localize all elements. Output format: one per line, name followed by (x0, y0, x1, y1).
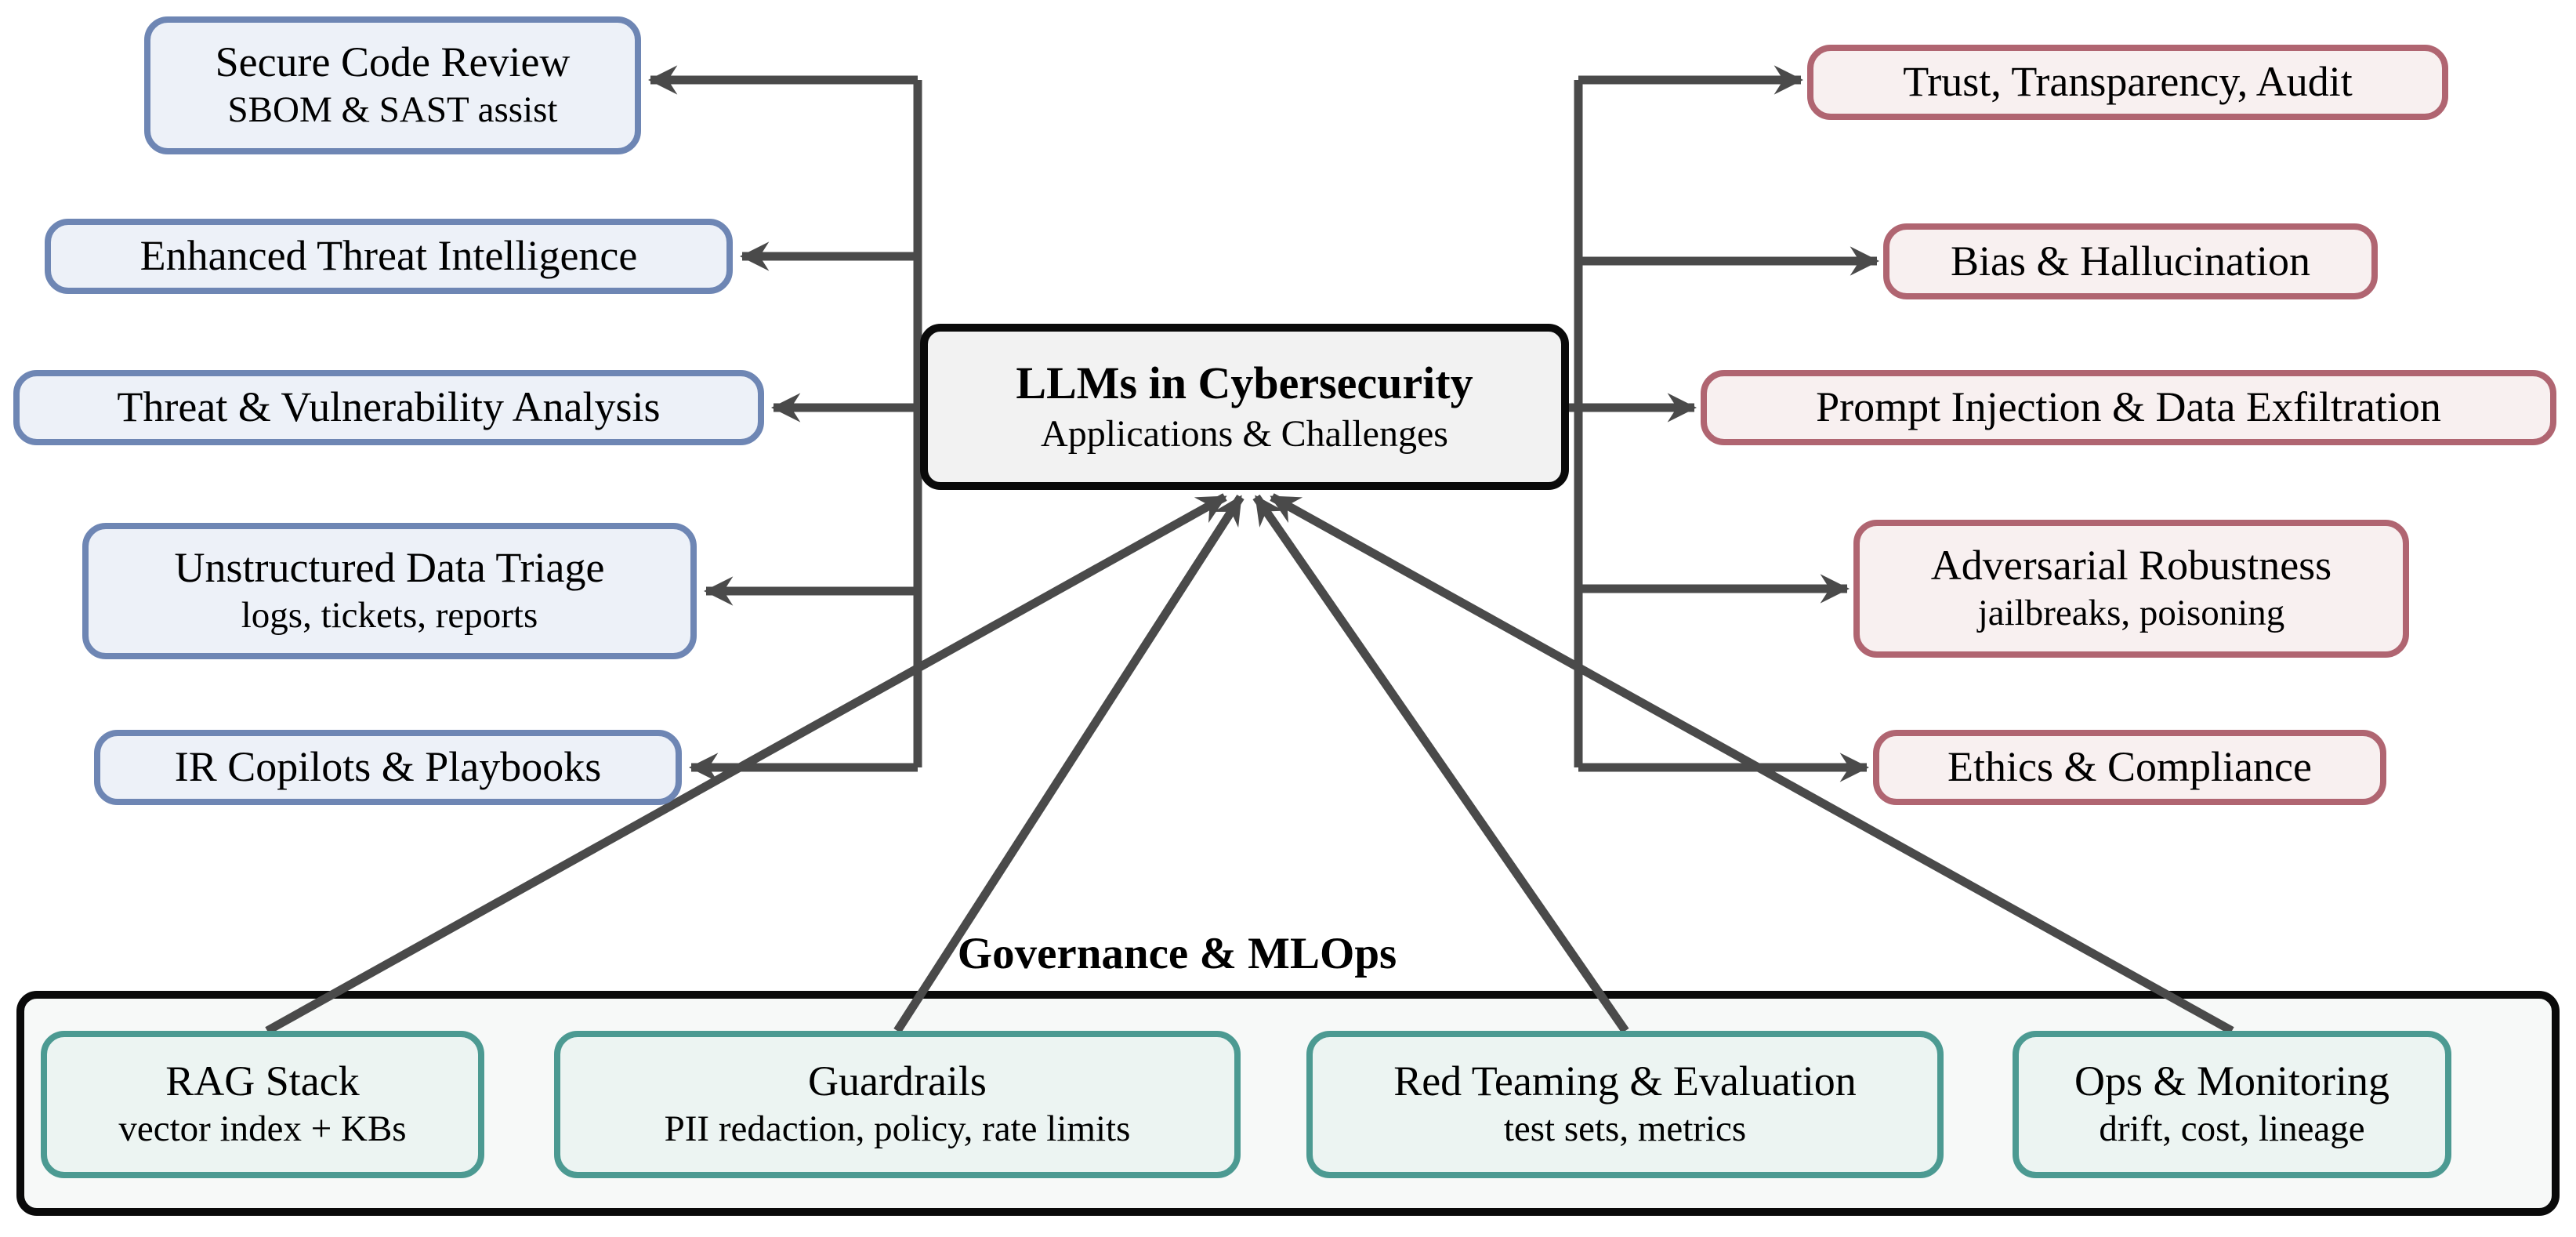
node-trust-transparency-audit: Trust, Transparency, Audit (1807, 45, 2448, 120)
center-subtitle: Applications & Challenges (1041, 412, 1448, 455)
node-red-teaming-evaluation: Red Teaming & Evaluation test sets, metr… (1306, 1031, 1944, 1178)
node-sublabel: test sets, metrics (1503, 1108, 1747, 1150)
node-threat-vulnerability-analysis: Threat & Vulnerability Analysis (13, 370, 764, 445)
connector-redteaming-to-center (1252, 494, 1629, 1034)
node-label: Enhanced Threat Intelligence (139, 232, 638, 280)
node-llms-in-cybersecurity: LLMs in Cybersecurity Applications & Cha… (920, 324, 1569, 490)
connector-ops-to-center (1270, 493, 2234, 1035)
node-sublabel: vector index + KBs (118, 1108, 407, 1150)
node-ethics-compliance: Ethics & Compliance (1873, 730, 2386, 805)
node-sublabel: logs, tickets, reports (241, 595, 538, 637)
node-label: Ops & Monitoring (2074, 1057, 2390, 1105)
node-label: Adversarial Robustness (1930, 542, 2332, 589)
node-label: Threat & Vulnerability Analysis (117, 383, 661, 431)
node-label: Prompt Injection & Data Exfiltration (1816, 383, 2441, 431)
node-rag-stack: RAG Stack vector index + KBs (41, 1031, 484, 1178)
node-label: Ethics & Compliance (1947, 743, 2312, 791)
center-title: LLMs in Cybersecurity (1016, 357, 1473, 409)
node-guardrails: Guardrails PII redaction, policy, rate l… (554, 1031, 1241, 1178)
node-sublabel: SBOM & SAST assist (227, 89, 558, 131)
connector-guardrails-to-center (893, 495, 1245, 1033)
node-ops-monitoring: Ops & Monitoring drift, cost, lineage (2013, 1031, 2451, 1178)
node-sublabel: jailbreaks, poisoning (1977, 593, 2285, 634)
node-sublabel: PII redaction, policy, rate limits (664, 1108, 1131, 1150)
connector-rag-to-center (265, 493, 1227, 1035)
node-label: RAG Stack (165, 1057, 360, 1105)
node-secure-code-review: Secure Code Review SBOM & SAST assist (144, 16, 641, 154)
governance-title: Governance & MLOps (957, 929, 1397, 978)
node-label: Secure Code Review (215, 38, 571, 86)
node-bias-hallucination: Bias & Hallucination (1883, 223, 2378, 299)
node-label: Unstructured Data Triage (174, 544, 605, 592)
node-label: IR Copilots & Playbooks (174, 743, 602, 791)
node-enhanced-threat-intelligence: Enhanced Threat Intelligence (45, 219, 733, 294)
node-prompt-injection-data-exfiltration: Prompt Injection & Data Exfiltration (1701, 370, 2556, 445)
node-sublabel: drift, cost, lineage (2099, 1108, 2365, 1150)
node-adversarial-robustness: Adversarial Robustness jailbreaks, poiso… (1853, 520, 2409, 658)
node-label: Red Teaming & Evaluation (1393, 1057, 1857, 1105)
node-label: Guardrails (808, 1057, 987, 1105)
node-ir-copilots-playbooks: IR Copilots & Playbooks (94, 730, 682, 805)
node-label: Trust, Transparency, Audit (1903, 58, 2353, 106)
node-label: Bias & Hallucination (1951, 237, 2310, 285)
node-unstructured-data-triage: Unstructured Data Triage logs, tickets, … (82, 523, 697, 659)
